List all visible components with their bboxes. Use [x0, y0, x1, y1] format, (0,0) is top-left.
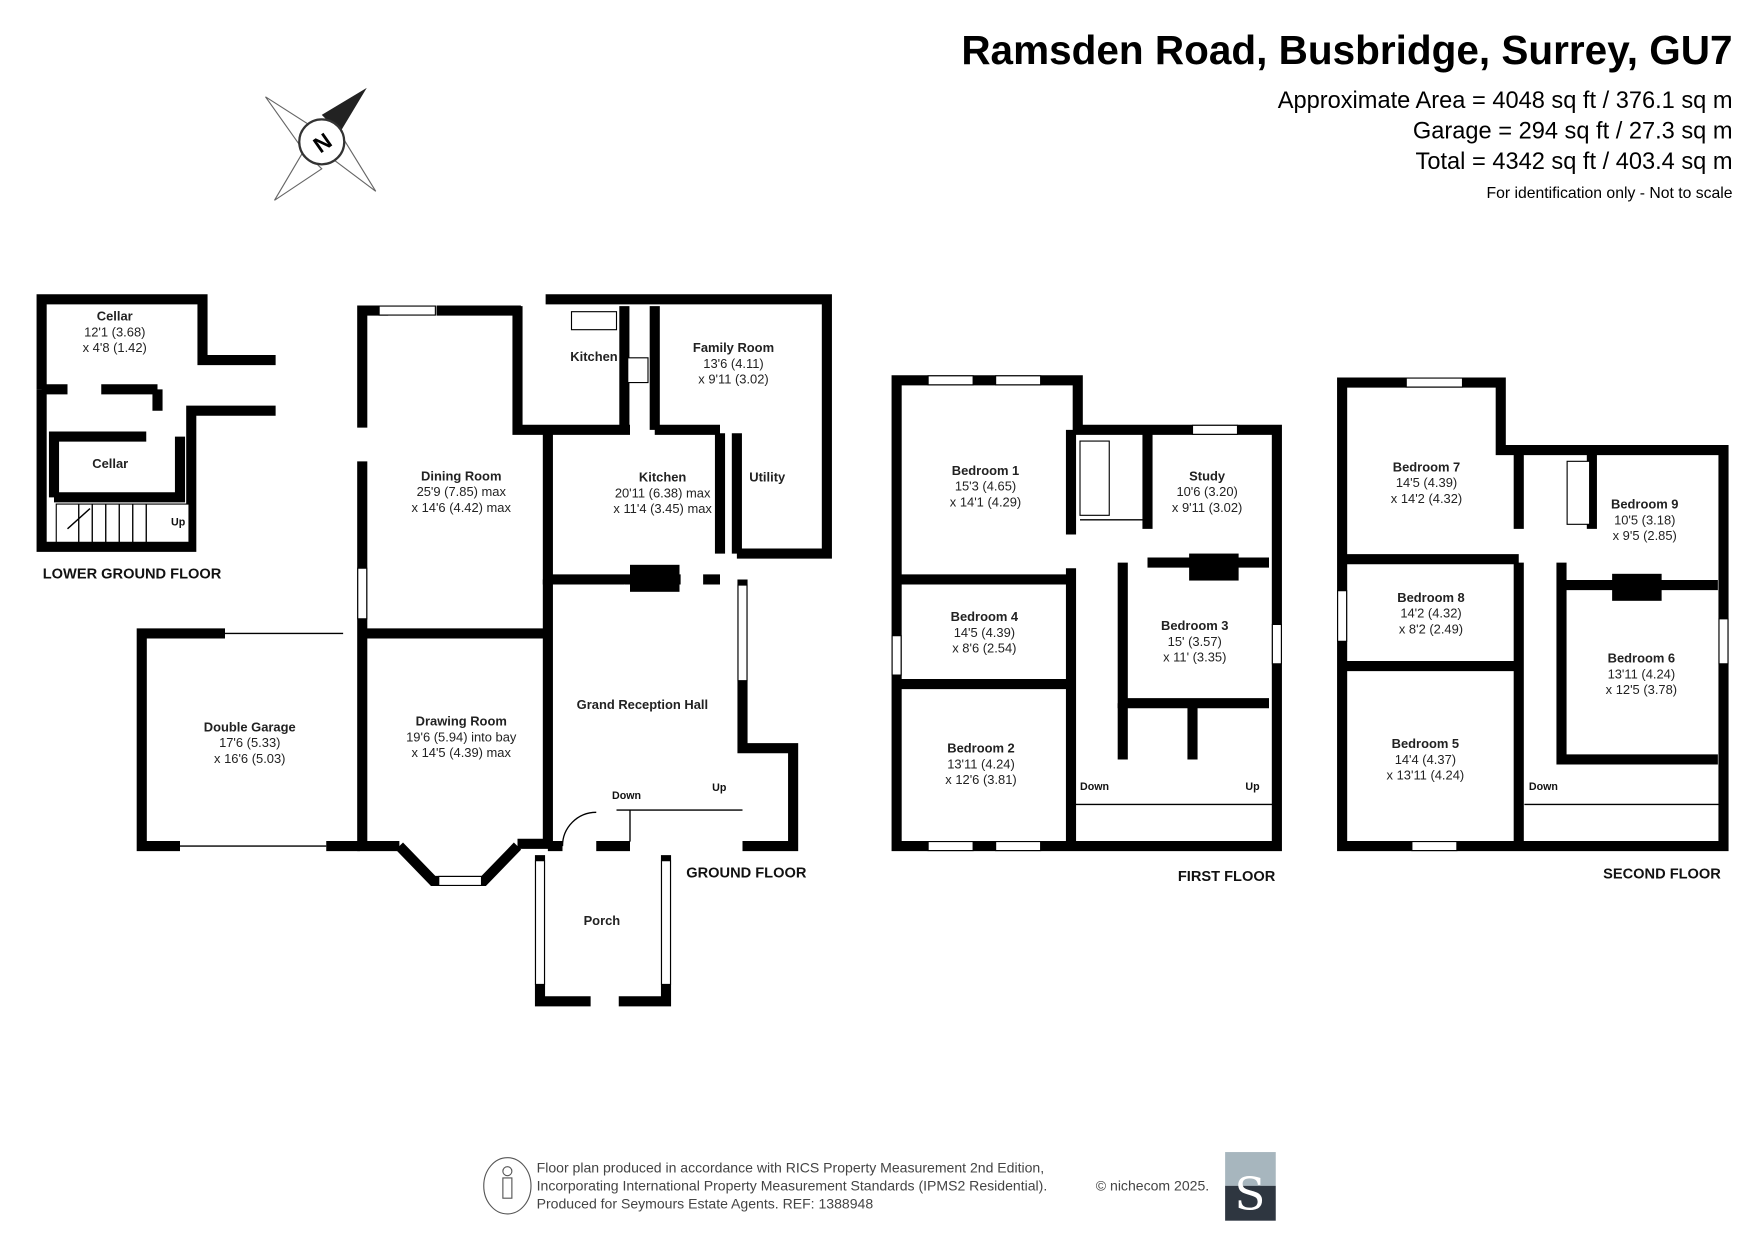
svg-text:x 14'6 (4.42) max: x 14'6 (4.42) max	[412, 500, 512, 515]
svg-text:20'11 (6.38) max: 20'11 (6.38) max	[615, 485, 711, 500]
disclaimer: For identification only - Not to scale	[1487, 185, 1733, 202]
room-name: Double Garage	[204, 719, 296, 734]
floor-label: SECOND FLOOR	[1603, 867, 1721, 883]
first-floor: Bedroom 1 15'3 (4.65) x 14'1 (4.29) Stud…	[891, 375, 1282, 885]
seymours-logo: S	[1225, 1152, 1276, 1221]
room-name: Grand Reception Hall	[577, 697, 708, 712]
svg-text:x 16'6 (5.03): x 16'6 (5.03)	[214, 751, 285, 766]
footer-line-2: Incorporating International Property Mea…	[537, 1177, 1048, 1193]
second-floor: Bedroom 7 14'5 (4.39) x 14'2 (4.32) Bedr…	[1337, 377, 1729, 883]
svg-text:13'11 (4.24): 13'11 (4.24)	[1608, 666, 1676, 681]
room-name: Bedroom 3	[1161, 618, 1229, 633]
room-name: Bedroom 5	[1392, 736, 1460, 751]
svg-text:14'5 (4.39): 14'5 (4.39)	[1396, 475, 1457, 490]
garage-area: Garage = 294 sq ft / 27.3 sq m	[1413, 118, 1733, 144]
room-name: Kitchen	[639, 470, 686, 485]
svg-text:10'5 (3.18): 10'5 (3.18)	[1614, 512, 1675, 527]
footer: Floor plan produced in accordance with R…	[483, 1152, 1276, 1221]
compass-icon: N	[265, 87, 377, 201]
room-name: Family Room	[693, 340, 774, 355]
svg-text:x 14'5 (4.39) max: x 14'5 (4.39) max	[412, 745, 512, 760]
room-name: Bedroom 4	[951, 609, 1019, 624]
svg-text:15' (3.57): 15' (3.57)	[1168, 634, 1222, 649]
room-name: Drawing Room	[416, 714, 507, 729]
svg-text:x 8'6 (2.54): x 8'6 (2.54)	[952, 641, 1016, 656]
stairs-down-label: Down	[1529, 781, 1558, 793]
room-name: Bedroom 7	[1393, 459, 1461, 474]
person-icon	[483, 1157, 532, 1215]
svg-text:x 9'11 (3.02): x 9'11 (3.02)	[1172, 500, 1242, 515]
floor-label: LOWER GROUND FLOOR	[43, 566, 222, 582]
stairs-down-label: Down	[612, 790, 641, 802]
svg-text:13'6 (4.11): 13'6 (4.11)	[703, 356, 763, 371]
svg-text:19'6 (5.94) into bay: 19'6 (5.94) into bay	[406, 729, 517, 744]
svg-text:x 11' (3.35): x 11' (3.35)	[1163, 650, 1226, 665]
stairs-up-label: Up	[712, 782, 727, 794]
svg-text:x 13'11 (4.24): x 13'11 (4.24)	[1387, 768, 1465, 783]
svg-text:15'3 (4.65): 15'3 (4.65)	[955, 479, 1016, 494]
ground-floor: Double Garage 17'6 (5.33) x 16'6 (5.03) …	[136, 294, 832, 1007]
svg-text:x 12'5 (3.78): x 12'5 (3.78)	[1606, 682, 1677, 697]
stairs-down-label: Down	[1080, 781, 1109, 793]
room-name: Cellar	[92, 456, 128, 471]
property-title: Ramsden Road, Busbridge, Surrey, GU7	[961, 27, 1732, 73]
floor-label: GROUND FLOOR	[686, 866, 807, 882]
total-area: Total = 4342 sq ft / 403.4 sq m	[1416, 149, 1733, 175]
svg-text:13'11 (4.24): 13'11 (4.24)	[947, 756, 1015, 771]
svg-text:12'1 (3.68): 12'1 (3.68)	[84, 324, 145, 339]
stairs-up-label: Up	[1245, 781, 1260, 793]
footer-line-1: Floor plan produced in accordance with R…	[537, 1159, 1045, 1175]
svg-text:x 14'1 (4.29): x 14'1 (4.29)	[950, 494, 1021, 509]
lower-ground-floor: Cellar 12'1 (3.68) x 4'8 (1.42) Cellar U…	[36, 294, 276, 582]
svg-text:14'5 (4.39): 14'5 (4.39)	[954, 625, 1015, 640]
svg-text:10'6 (3.20): 10'6 (3.20)	[1176, 484, 1237, 499]
room-name: Kitchen	[570, 349, 617, 364]
copyright: © nichecom 2025.	[1096, 1177, 1209, 1193]
svg-text:x 11'4 (3.45) max: x 11'4 (3.45) max	[613, 501, 712, 516]
room-name: Bedroom 6	[1608, 651, 1676, 666]
stairs-up-label: Up	[171, 516, 186, 528]
svg-text:17'6 (5.33): 17'6 (5.33)	[219, 735, 280, 750]
svg-text:S: S	[1234, 1167, 1265, 1220]
svg-text:x 8'2 (2.49): x 8'2 (2.49)	[1399, 621, 1463, 636]
svg-text:14'4 (4.37): 14'4 (4.37)	[1395, 752, 1456, 767]
svg-text:x 9'11 (3.02): x 9'11 (3.02)	[698, 372, 768, 387]
svg-text:14'2 (4.32): 14'2 (4.32)	[1400, 606, 1461, 621]
room-name: Porch	[584, 913, 621, 928]
approx-area: Approximate Area = 4048 sq ft / 376.1 sq…	[1278, 88, 1733, 114]
room-name: Bedroom 1	[952, 463, 1020, 478]
room-name: Dining Room	[421, 468, 501, 483]
svg-text:x 14'2 (4.32): x 14'2 (4.32)	[1391, 491, 1462, 506]
room-name: Bedroom 9	[1611, 497, 1679, 512]
svg-text:x 12'6 (3.81): x 12'6 (3.81)	[945, 772, 1016, 787]
room-name: Bedroom 2	[947, 741, 1015, 756]
svg-text:x 4'8 (1.42): x 4'8 (1.42)	[83, 340, 147, 355]
room-name: Bedroom 8	[1397, 590, 1465, 605]
room-name: Cellar	[97, 309, 133, 324]
footer-line-3: Produced for Seymours Estate Agents. REF…	[537, 1195, 874, 1211]
svg-text:25'9 (7.85) max: 25'9 (7.85) max	[417, 484, 507, 499]
svg-text:x 9'5 (2.85): x 9'5 (2.85)	[1613, 528, 1677, 543]
floor-label: FIRST FLOOR	[1178, 869, 1276, 885]
room-name: Study	[1189, 468, 1226, 483]
room-name: Utility	[749, 470, 786, 485]
